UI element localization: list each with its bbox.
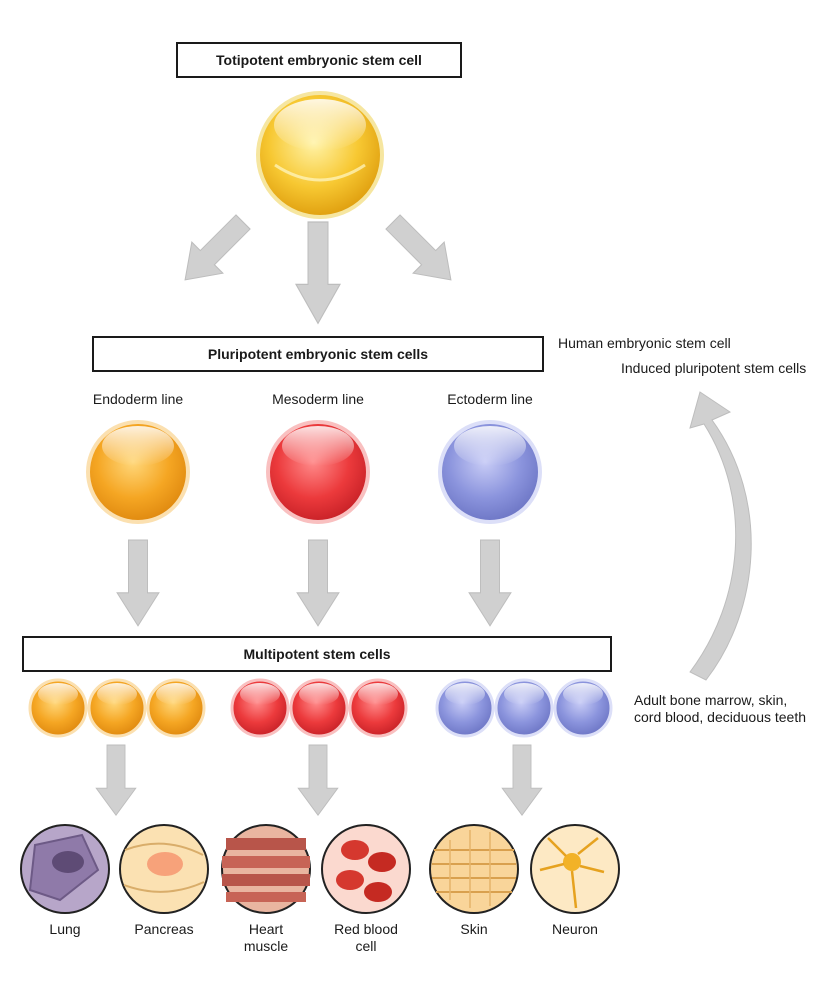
lung-label: Lung (49, 921, 81, 937)
adult-sources-line1: Adult bone marrow, skin, (634, 692, 788, 708)
red-blood-cell-label-line1: Red blood (334, 921, 398, 937)
adult-sources-note: Adult bone marrow, skin, cord blood, dec… (634, 692, 806, 726)
heart-muscle-label-line1: Heart (248, 921, 284, 937)
arrow-mesoderm-down (296, 539, 340, 627)
arrow-red-down (297, 744, 339, 816)
multipotent-box: Multipotent stem cells (22, 636, 612, 672)
reprogramming-arrow (689, 391, 752, 681)
ectoderm-label: Ectoderm line (447, 391, 533, 407)
pancreas-label: Pancreas (134, 921, 194, 937)
endoderm-label: Endoderm line (92, 391, 184, 407)
arrow-ectoderm-down (468, 539, 512, 627)
red-blood-cell-tissue-image (321, 824, 411, 914)
pancreas-tissue-image (119, 824, 209, 914)
arrow-to-ectoderm (376, 205, 467, 296)
neuron-label: Neuron (552, 921, 598, 937)
red-blood-cell-label-line2: cell (355, 938, 377, 954)
ipsc-note: Induced pluripotent stem cells (621, 360, 807, 376)
heart-muscle-label: Heart muscle (226, 921, 306, 955)
totipotent-cell (256, 91, 384, 219)
multipotent-orange-cells (28, 678, 206, 738)
arrow-to-endoderm (169, 205, 260, 296)
arrow-to-mesoderm (295, 221, 341, 325)
arrow-orange-down (95, 744, 137, 816)
heart-muscle-tissue-image (221, 824, 311, 914)
lung-tissue-image (20, 824, 110, 914)
mesoderm-cell (266, 420, 370, 524)
totipotent-box: Totipotent embryonic stem cell (176, 42, 462, 78)
multipotent-label: Multipotent stem cells (243, 646, 391, 662)
arrow-blue-down (501, 744, 543, 816)
pluripotent-box: Pluripotent embryonic stem cells (92, 336, 544, 372)
arrow-endoderm-down (116, 539, 160, 627)
red-blood-cell-label: Red blood cell (321, 921, 411, 955)
ectoderm-cell (438, 420, 542, 524)
multipotent-blue-cells (435, 678, 613, 738)
skin-tissue-image (429, 824, 519, 914)
heart-muscle-label-line2: muscle (243, 938, 289, 954)
endoderm-cell (86, 420, 190, 524)
human-esc-note: Human embryonic stem cell (558, 335, 731, 351)
neuron-tissue-image (530, 824, 620, 914)
adult-sources-line2: cord blood, deciduous teeth (634, 709, 807, 725)
skin-label: Skin (460, 921, 488, 937)
mesoderm-label: Mesoderm line (272, 391, 364, 407)
multipotent-red-cells (230, 678, 408, 738)
totipotent-label: Totipotent embryonic stem cell (216, 52, 422, 68)
pluripotent-label: Pluripotent embryonic stem cells (207, 346, 429, 362)
